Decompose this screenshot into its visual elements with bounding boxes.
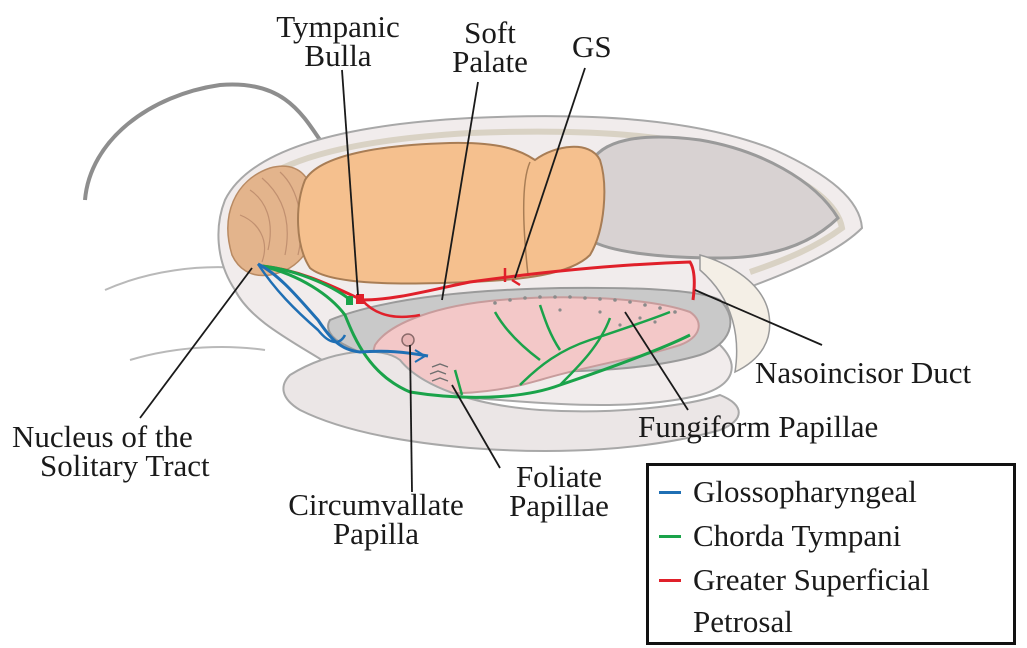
legend-label-gsp: Greater Superficial: [693, 562, 930, 598]
soft-palate-label: Soft Palate: [430, 18, 550, 76]
legend: Glossopharyngeal Chorda Tympani Greater …: [646, 463, 1016, 645]
legend-swatch-green: [659, 535, 681, 538]
tympanic-bulla-label: Tympanic Bulla: [258, 12, 418, 70]
fp-line2: Papillae: [494, 491, 624, 520]
nst-line2: Solitary Tract: [12, 451, 210, 480]
legend-swatch-blue: [659, 491, 681, 494]
fungiform-papillae-label: Fungiform Papillae: [638, 412, 878, 441]
tympanic-bulla-line1: Tympanic: [258, 12, 418, 41]
gs-label: GS: [572, 32, 612, 61]
legend-label-petrosal: Petrosal: [693, 604, 793, 640]
circumvallate-papilla-mark: [402, 334, 414, 346]
nst-line1: Nucleus of the: [12, 422, 210, 451]
neck-lower: [130, 347, 265, 360]
tympanic-bulla-line2: Bulla: [258, 41, 418, 70]
cerebrum: [298, 143, 604, 284]
foliate-papillae-label: Foliate Papillae: [494, 462, 624, 520]
fp-line1: Foliate: [494, 462, 624, 491]
soft-palate-line1: Soft: [430, 18, 550, 47]
legend-swatch-red: [659, 579, 681, 582]
legend-label-chorda-tympani: Chorda Tympani: [693, 518, 901, 554]
nasoincisor-duct-label: Nasoincisor Duct: [755, 358, 971, 387]
neck-upper: [105, 267, 240, 290]
cp-line2: Papilla: [262, 519, 490, 548]
cp-line1: Circumvallate: [262, 490, 490, 519]
legend-item-glossopharyngeal: Glossopharyngeal: [659, 474, 917, 510]
circumvallate-papilla-label: Circumvallate Papilla: [262, 490, 490, 548]
nasal-cavity: [582, 137, 838, 258]
soft-palate-line2: Palate: [430, 47, 550, 76]
nucleus-solitary-tract-label: Nucleus of the Solitary Tract: [12, 422, 210, 480]
legend-item-gsp: Greater Superficial: [659, 562, 930, 598]
legend-item-chorda-tympani: Chorda Tympani: [659, 518, 901, 554]
legend-label-glossopharyngeal: Glossopharyngeal: [693, 474, 917, 510]
